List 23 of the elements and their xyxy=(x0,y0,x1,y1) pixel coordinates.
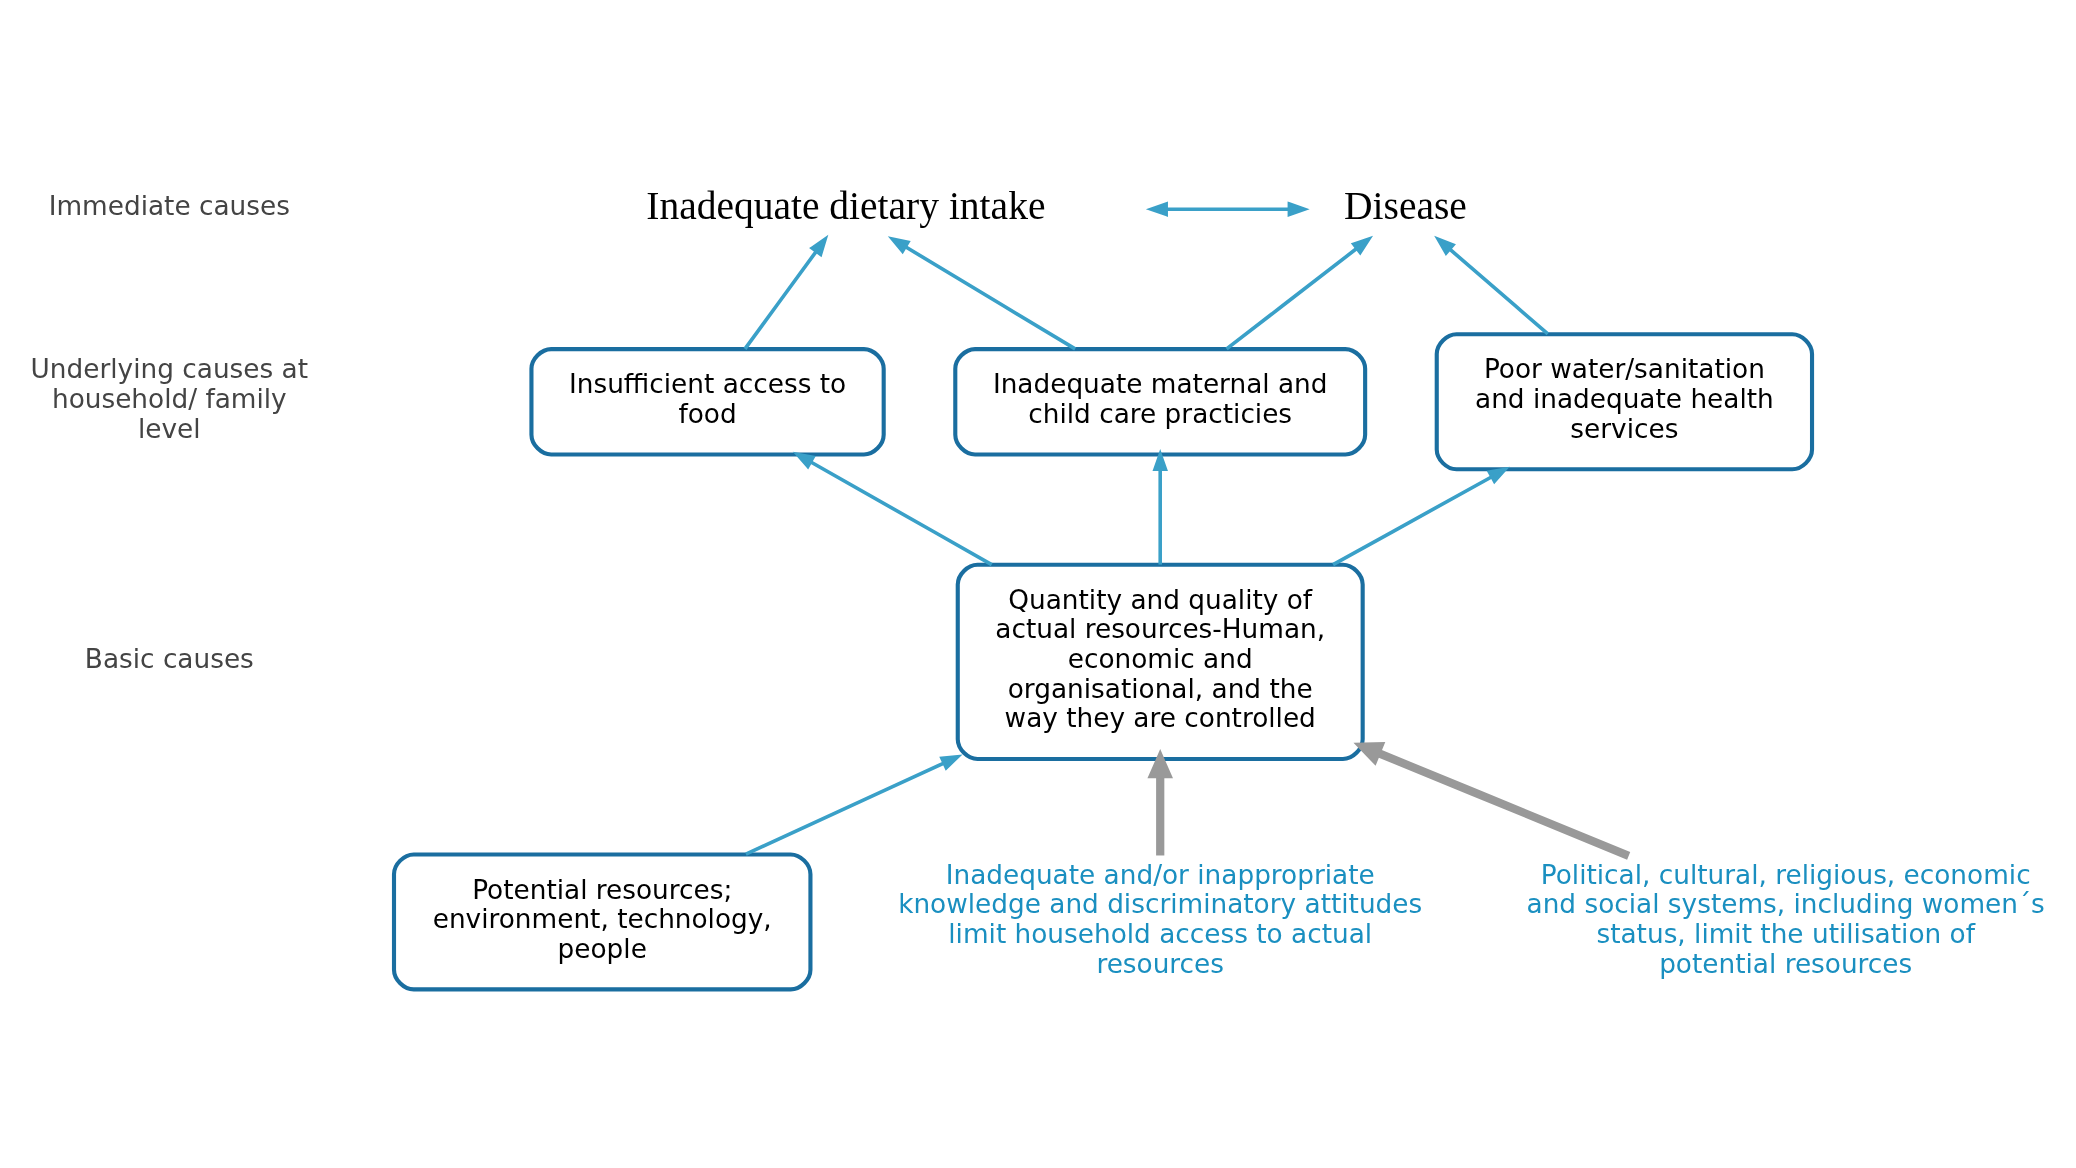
node-box: Insufficient access to food xyxy=(529,346,886,457)
node-text: Inadequate and/or inappropriate knowledge and discriminatory attitudes limit household access to actual resources xyxy=(898,859,1423,979)
arrow xyxy=(1225,235,1374,350)
arrow xyxy=(745,753,963,856)
arrow xyxy=(743,234,829,350)
node-box: Inadequate maternal and child care practicies xyxy=(953,346,1368,457)
arrow xyxy=(887,235,1077,350)
arrow xyxy=(1145,200,1310,217)
node-box: Poor water/sanitation and inadequate health services xyxy=(1434,331,1815,471)
label: Underlying causes at household/ family level xyxy=(30,353,309,444)
node-text: Disease xyxy=(1344,183,1467,228)
arrow xyxy=(1434,235,1549,335)
node-text: Inadequate dietary intake xyxy=(646,183,1046,228)
arrow xyxy=(1147,748,1173,855)
arrow xyxy=(1332,466,1510,566)
node-box: Quantity and quality of actual resources-Human, economic and organisational, and the way they are controlled xyxy=(955,562,1365,761)
node-text: Political, cultural, religious, economic and social systems, including women´s status, limit the utilisation of potential resources xyxy=(1526,859,2045,979)
label: Basic causes xyxy=(84,643,254,674)
arrow xyxy=(1353,741,1631,860)
node-box: Potential resources; environment, technology, people xyxy=(391,851,813,991)
arrow xyxy=(792,451,993,566)
label: Immediate causes xyxy=(48,190,290,221)
arrow xyxy=(1152,448,1168,565)
